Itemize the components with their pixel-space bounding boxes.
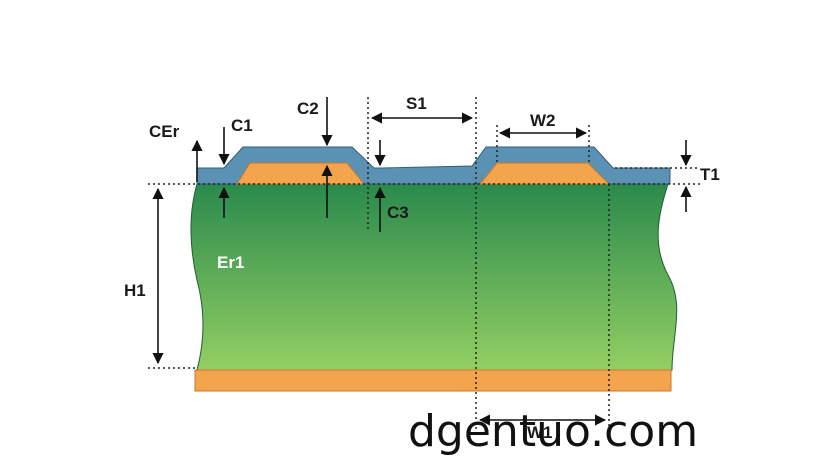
label-w1: W1 <box>527 423 553 442</box>
right-copper-trace <box>478 162 611 185</box>
bottom-copper-plane <box>194 369 672 392</box>
dielectric-substrate <box>190 183 678 371</box>
label-c3: C3 <box>387 203 409 222</box>
label-c2: C2 <box>297 99 319 118</box>
watermark: dgentuo.com <box>408 406 698 457</box>
label-c1: C1 <box>231 116 253 135</box>
label-h1: H1 <box>124 281 146 300</box>
label-s1: S1 <box>406 94 427 113</box>
label-cer: CEr <box>149 122 180 141</box>
label-t1: T1 <box>700 165 720 184</box>
label-er1: Er1 <box>217 253 244 272</box>
left-copper-trace <box>236 162 366 185</box>
label-w2: W2 <box>530 111 556 130</box>
